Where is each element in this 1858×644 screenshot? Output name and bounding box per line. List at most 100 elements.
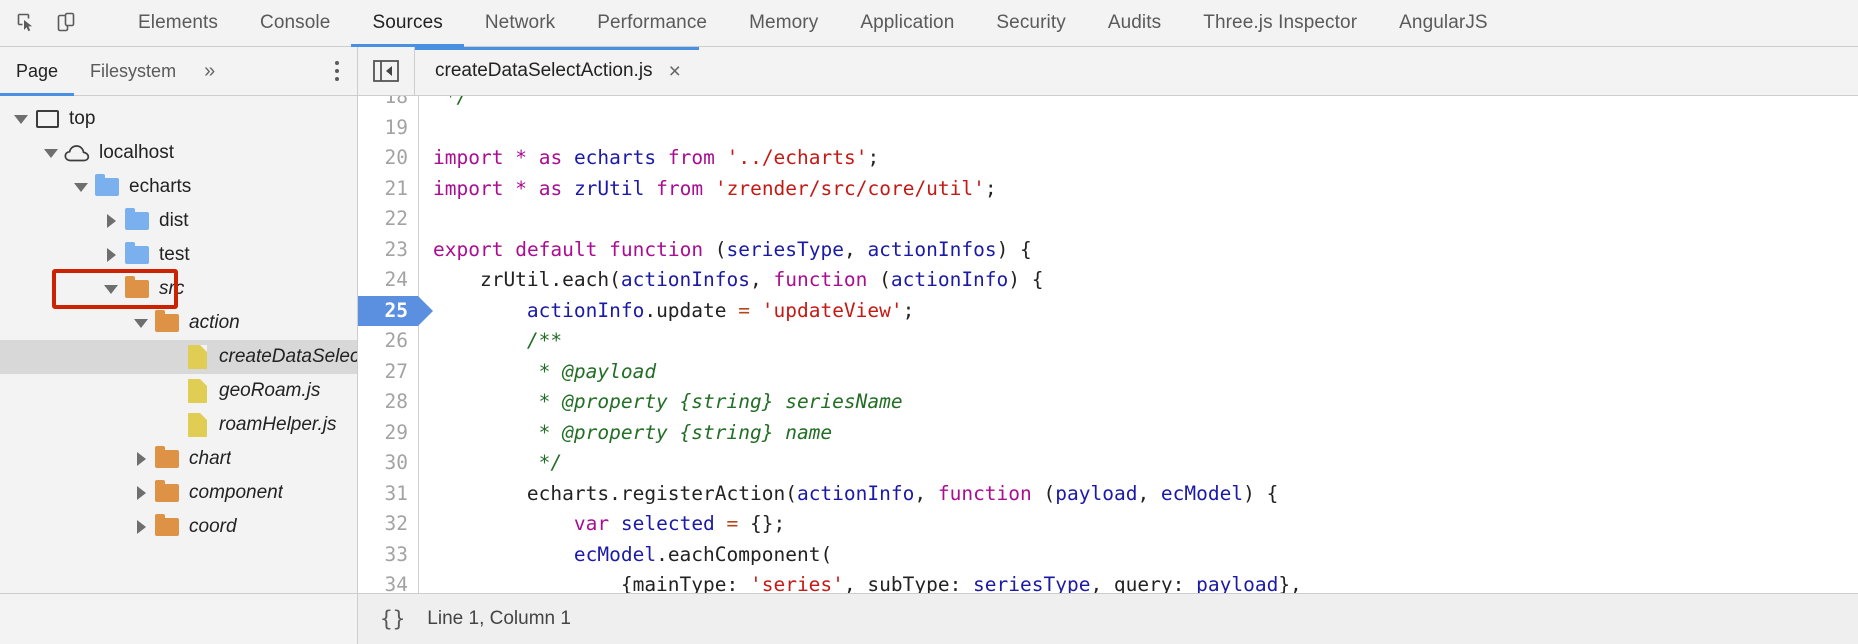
line-number-21[interactable]: 21 — [384, 176, 408, 200]
tab-application[interactable]: Application — [839, 0, 975, 46]
tree-item-component[interactable]: component — [0, 476, 357, 510]
tree-item-label: top — [69, 108, 96, 129]
caret-right-icon[interactable] — [132, 520, 150, 534]
device-toolbar-icon[interactable] — [54, 10, 80, 36]
line-number-34[interactable]: 34 — [384, 573, 408, 593]
line-number-25[interactable]: 25 — [358, 295, 433, 326]
navigator-footer — [0, 593, 357, 644]
file-tab-bar: createDataSelectAction.js × — [358, 47, 1858, 96]
file-tab-createdataselectaction[interactable]: createDataSelectAction.js × — [415, 47, 699, 95]
caret-right-icon[interactable] — [132, 452, 150, 466]
show-navigator-icon[interactable] — [358, 47, 415, 95]
token-pl — [503, 146, 515, 169]
code-line-18: */ — [433, 96, 469, 108]
close-icon[interactable]: × — [668, 59, 681, 83]
tree-item-action[interactable]: action — [0, 306, 357, 340]
line-number-33[interactable]: 33 — [384, 542, 408, 566]
navigator-tab-page[interactable]: Page — [0, 47, 75, 96]
token-pl — [715, 146, 727, 169]
js-file-icon — [184, 345, 210, 369]
line-number-24[interactable]: 24 — [384, 268, 408, 291]
tab-threejs-inspector[interactable]: Three.js Inspector — [1182, 0, 1378, 46]
line-number-gutter[interactable]: 181920212223242526272829303132333435 — [358, 96, 433, 593]
line-number-18[interactable]: 18 — [384, 96, 408, 108]
line-number-27[interactable]: 27 — [384, 359, 408, 383]
tree-item-label: localhost — [99, 142, 174, 163]
token-id: seriesType — [973, 573, 1091, 593]
inspect-element-icon[interactable] — [14, 10, 40, 36]
tab-audits[interactable]: Audits — [1087, 0, 1182, 46]
token-pl: echarts.registerAction( — [433, 481, 797, 505]
tree-item-label: roamHelper.js — [219, 414, 337, 435]
tab-network[interactable]: Network — [464, 0, 576, 46]
token-pl: ; — [867, 146, 880, 169]
caret-down-icon[interactable] — [102, 284, 120, 294]
caret-right-icon[interactable] — [102, 248, 120, 262]
code-content[interactable]: */ import * as echarts from '../echarts'… — [419, 96, 1858, 593]
caret-down-icon[interactable] — [42, 148, 60, 158]
tree-item-top[interactable]: top — [0, 102, 357, 136]
pretty-print-icon[interactable]: {} — [380, 607, 406, 631]
caret-down-icon[interactable] — [72, 182, 90, 192]
source-code[interactable]: */ import * as echarts from '../echarts'… — [419, 96, 1858, 593]
tree-item-echarts[interactable]: echarts — [0, 170, 357, 204]
line-number-31[interactable]: 31 — [384, 481, 408, 505]
tree-item-createdataselectaction-js[interactable]: createDataSelectAction.js — [0, 340, 357, 374]
line-number-23[interactable]: 23 — [384, 237, 408, 261]
tab-console[interactable]: Console — [239, 0, 351, 46]
cloud-icon — [64, 142, 90, 164]
tab-performance-label: Performance — [597, 12, 708, 33]
tree-item-coord[interactable]: coord — [0, 510, 357, 544]
navigator-more-tabs-icon[interactable]: » — [192, 47, 227, 95]
folder-icon-blue — [124, 208, 150, 232]
tab-console-label: Console — [260, 12, 331, 33]
line-number-19[interactable]: 19 — [384, 115, 408, 139]
caret-down-icon[interactable] — [132, 318, 150, 328]
line-number-32[interactable]: 32 — [384, 512, 408, 535]
line-number-30[interactable]: 30 — [384, 451, 408, 474]
folder-icon-blue — [94, 174, 120, 198]
token-id: seriesType — [726, 237, 844, 261]
tree-item-roamhelper-js[interactable]: roamHelper.js — [0, 408, 357, 442]
code-line-31: echarts.registerAction(actionInfo, funct… — [433, 482, 1278, 505]
token-pl: , — [1137, 481, 1161, 505]
tree-item-src[interactable]: src — [0, 272, 357, 306]
code-editor[interactable]: 181920212223242526272829303132333435 */ … — [358, 96, 1858, 593]
line-number-28[interactable]: 28 — [384, 390, 408, 413]
caret-right-icon[interactable] — [102, 214, 120, 228]
folder-icon-orange — [124, 276, 150, 300]
tree-item-localhost[interactable]: localhost — [0, 136, 357, 170]
token-kw: var — [573, 512, 610, 535]
token-pl: , — [914, 481, 938, 505]
tree-item-test[interactable]: test — [0, 238, 357, 272]
line-number-26[interactable]: 26 — [384, 329, 408, 352]
tab-application-label: Application — [860, 12, 955, 33]
tab-sources[interactable]: Sources — [351, 0, 465, 47]
token-pl — [656, 146, 668, 169]
tab-security[interactable]: Security — [975, 0, 1086, 46]
tree-item-label: coord — [189, 516, 237, 537]
toolbar-icon-group — [0, 0, 117, 46]
caret-right-icon[interactable] — [132, 486, 150, 500]
tab-angularjs[interactable]: AngularJS — [1378, 0, 1509, 46]
caret-down-icon[interactable] — [12, 114, 30, 124]
navigator-tab-filesystem[interactable]: Filesystem — [74, 47, 192, 95]
tab-elements[interactable]: Elements — [117, 0, 239, 46]
tab-memory[interactable]: Memory — [728, 0, 839, 46]
tree-item-georoam-js[interactable]: geoRoam.js — [0, 374, 357, 408]
tree-item-chart[interactable]: chart — [0, 442, 357, 476]
js-file-icon — [184, 413, 210, 437]
token-pl: , — [843, 237, 868, 261]
code-line-30: */ — [433, 451, 562, 474]
token-pl — [703, 177, 715, 200]
tree-item-dist[interactable]: dist — [0, 204, 357, 238]
line-number-29[interactable]: 29 — [384, 420, 408, 444]
navigator-options-menu-icon[interactable] — [317, 47, 357, 95]
tab-performance[interactable]: Performance — [576, 0, 728, 46]
folder-icon-orange — [154, 480, 180, 504]
line-number-22[interactable]: 22 — [384, 207, 408, 230]
token-pl: zrUtil.each( — [433, 268, 621, 291]
token-pl — [609, 512, 621, 535]
line-number-20[interactable]: 20 — [384, 146, 408, 169]
